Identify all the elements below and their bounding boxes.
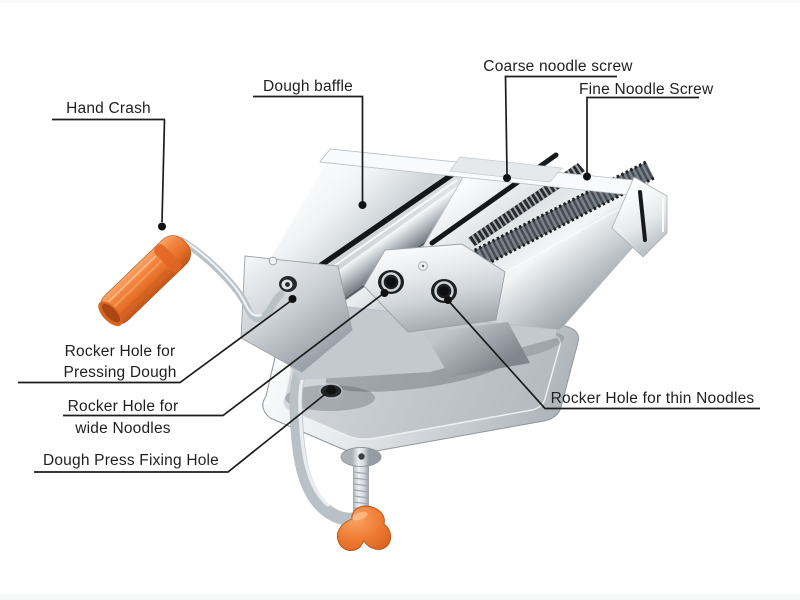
label-coarse-noodle-screw: Coarse noodle screw xyxy=(483,58,633,75)
label-dough-press-fixing-hole: Dough Press Fixing Hole xyxy=(42,452,220,469)
label-rocker-pressing-line2: Pressing Dough xyxy=(63,364,177,381)
callout-dot-rocker-pressing xyxy=(288,295,297,303)
callout-line-hand-crank xyxy=(52,118,166,223)
callout-dot-hand-crank xyxy=(158,222,166,231)
callout-dots xyxy=(158,172,591,394)
crank-rod xyxy=(178,237,285,323)
callout-dot-fine-screw xyxy=(583,172,591,181)
callout-line-rocker-pressing xyxy=(18,300,291,384)
crank-handle xyxy=(98,235,192,327)
front-plate xyxy=(363,243,506,333)
rocker-hole-thin-noodles xyxy=(431,279,457,303)
callout-lines xyxy=(18,75,760,473)
callout-dot-coarse-screw xyxy=(503,174,511,182)
callout-line-fixing-hole xyxy=(34,390,330,473)
plate-screw xyxy=(268,256,278,266)
label-dough-baffle: Dough baffle xyxy=(262,78,354,95)
label-fine-noodle-screw: Fine Noodle Screw xyxy=(579,81,714,98)
callout-line-dough-baffle xyxy=(253,95,364,201)
pasta-machine-body xyxy=(98,148,668,380)
top-edge-strip xyxy=(0,0,800,3)
label-hand-crank: Hand Crash xyxy=(66,100,151,117)
callout-dot-rocker-wide xyxy=(380,289,389,297)
callout-line-rocker-wide xyxy=(63,293,383,417)
callout-dot-fixing-hole xyxy=(327,385,335,394)
label-rocker-pressing-line1: Rocker Hole for xyxy=(64,343,176,360)
label-rocker-wide-line2: wide Noodles xyxy=(75,420,171,437)
callout-dot-rocker-thin xyxy=(444,296,452,304)
left-side-plate xyxy=(240,255,353,373)
bottom-edge-strip xyxy=(0,594,800,600)
callout-line-fine-screw xyxy=(586,96,699,173)
callout-line-rocker-thin xyxy=(448,301,760,410)
right-end-cap xyxy=(611,176,668,258)
label-rocker-wide-line1: Rocker Hole for xyxy=(67,398,179,415)
callout-dot-dough-baffle xyxy=(358,201,367,209)
clamp-wing-nut xyxy=(336,505,392,551)
rocker-hole-wide-noodles xyxy=(378,270,404,294)
callout-line-coarse-screw xyxy=(504,75,617,175)
label-rocker-thin-noodles: Rocker Hole for thin Noodles xyxy=(550,390,755,407)
